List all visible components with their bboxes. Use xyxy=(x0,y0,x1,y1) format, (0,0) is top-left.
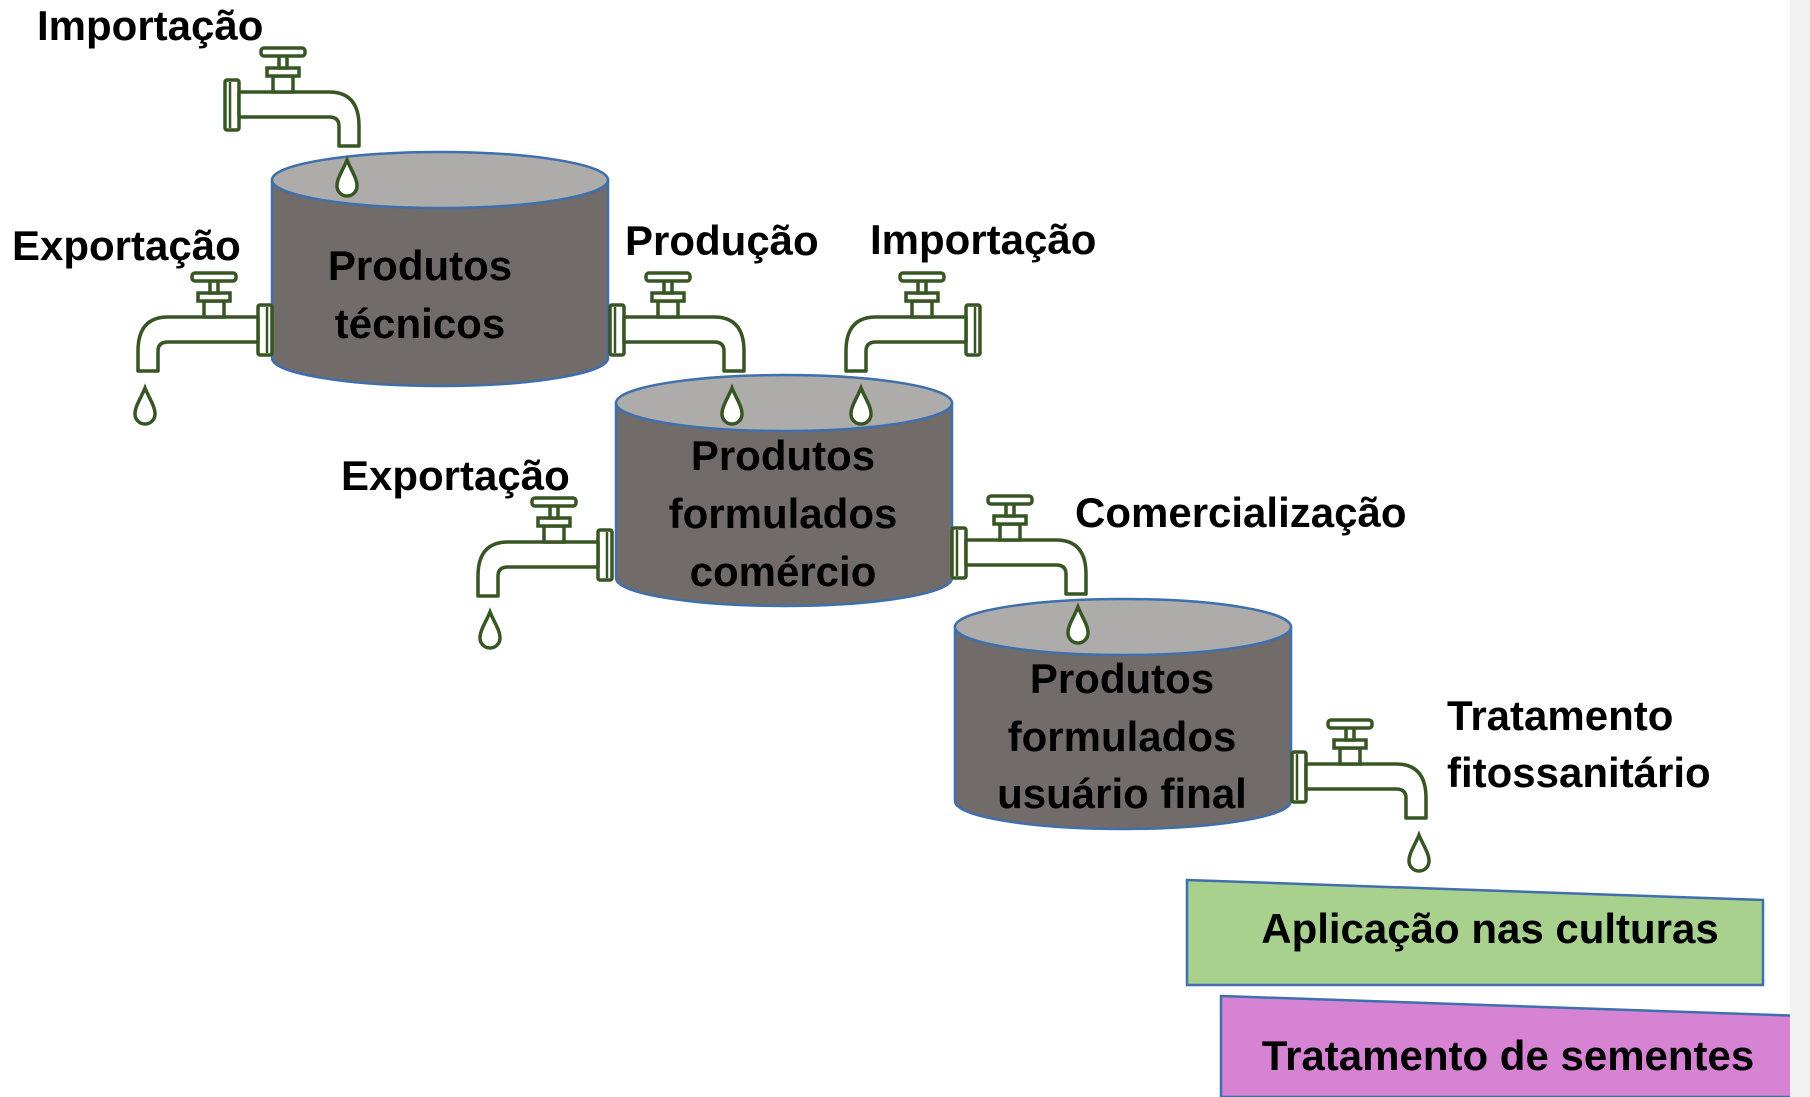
tank-icon xyxy=(270,178,610,388)
destination-tratamento-de-sementes: Tratamento de sementes xyxy=(1219,994,1790,1097)
water-drop-icon xyxy=(1407,833,1431,873)
faucet-icon xyxy=(1290,718,1428,820)
faucet-icon xyxy=(846,273,980,371)
destination-label: Tratamento de sementes xyxy=(1262,1032,1755,1079)
flow-label-tratamento-line2: fitossanitário xyxy=(1447,749,1711,796)
destination-aplicacao-nas-culturas: Aplicação nas culturas xyxy=(1185,878,1765,987)
flow-label-importacao: Importação xyxy=(870,216,1096,263)
tank-label-line2: formulados xyxy=(669,490,898,537)
flow-label-comercializacao: Comercialização xyxy=(1075,489,1407,536)
water-drop-icon xyxy=(478,610,502,650)
flow-label-exportacao: Exportação xyxy=(341,452,570,499)
tank-produtos-formulados-usuario-final: Produtos formulados usuário final xyxy=(953,597,1293,831)
tank-label-line3: comércio xyxy=(690,548,877,595)
tank-produtos-tecnicos: Produtos técnicos xyxy=(270,150,610,388)
tank-produtos-formulados-comercio: Produtos formulados comércio xyxy=(614,373,954,608)
tank-label-line2: formulados xyxy=(1008,713,1237,760)
tank-icon xyxy=(614,401,954,608)
water-drop-icon xyxy=(133,386,157,426)
tank-label-line1: Produtos xyxy=(328,242,512,289)
faucet-icon xyxy=(608,271,746,373)
tank-label-line1: Produtos xyxy=(691,432,875,479)
flow-label-tratamento-line1: Tratamento xyxy=(1447,692,1673,739)
faucet-icon xyxy=(950,494,1088,596)
flow-label-producao: Produção xyxy=(625,217,819,264)
faucet-icon xyxy=(478,498,612,596)
faucet-icon xyxy=(138,273,272,371)
flow-label-exportacao: Exportação xyxy=(12,222,241,269)
slide-edge-panel xyxy=(1790,0,1810,1097)
faucet-icon xyxy=(223,46,361,148)
tank-label-line1: Produtos xyxy=(1030,655,1214,702)
tank-icon xyxy=(953,625,1293,831)
destination-label: Aplicação nas culturas xyxy=(1261,905,1719,952)
tank-label-line3: usuário final xyxy=(997,770,1247,817)
flow-label-importacao: Importação xyxy=(37,2,263,49)
tank-label-line2: técnicos xyxy=(335,300,505,347)
